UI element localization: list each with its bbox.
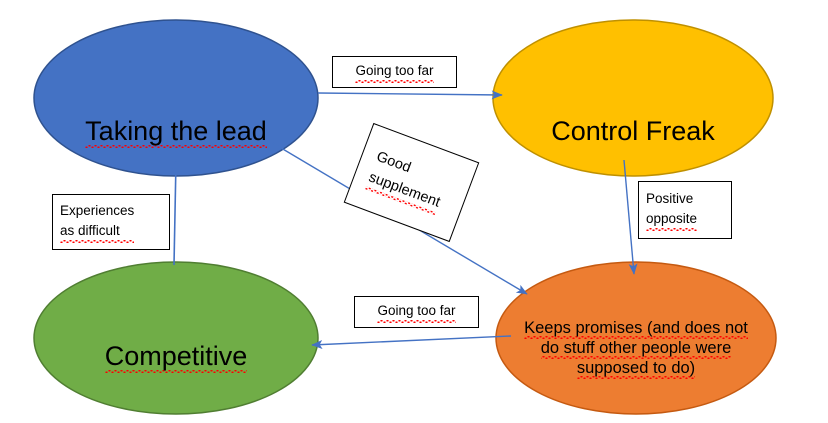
edge-label-positive-opposite[interactable]: Positive opposite <box>638 181 732 239</box>
edge-label-experiences-as-difficult[interactable]: Experiences as difficult <box>52 194 170 250</box>
edge-label-text: Positive opposite <box>646 189 698 230</box>
edge-label-text: Experiences as difficult <box>60 201 135 242</box>
arrow-competitive-to-lead[interactable] <box>170 160 181 266</box>
node-shape-competitive[interactable] <box>33 261 319 415</box>
edge-label-going-too-far-top[interactable]: Going too far <box>332 56 457 88</box>
edge-label-text: Good supplement <box>364 147 451 215</box>
edge-label-going-too-far-bottom[interactable]: Going too far <box>354 296 479 328</box>
arrow-keeps-promises-to-competitive[interactable] <box>311 335 512 350</box>
arrow-control-to-keeps-promises[interactable] <box>623 159 638 275</box>
edge-label-text: Going too far <box>377 301 456 323</box>
edge-label-text: Going too far <box>355 61 434 83</box>
arrow-lead-to-control[interactable] <box>317 90 503 100</box>
